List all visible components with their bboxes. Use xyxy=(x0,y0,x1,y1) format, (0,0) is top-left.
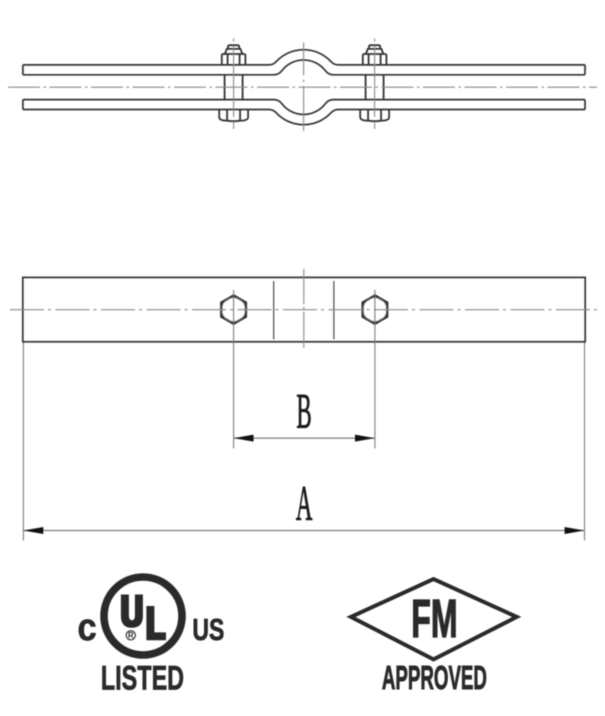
svg-text:c: c xyxy=(78,605,97,648)
svg-text:B: B xyxy=(296,384,311,439)
svg-text:R: R xyxy=(128,631,134,640)
svg-text:APPROVED: APPROVED xyxy=(382,660,487,697)
svg-text:A: A xyxy=(296,476,313,531)
svg-text:FM: FM xyxy=(411,590,457,649)
svg-text:LISTED: LISTED xyxy=(101,659,184,698)
svg-text:US: US xyxy=(192,612,224,647)
